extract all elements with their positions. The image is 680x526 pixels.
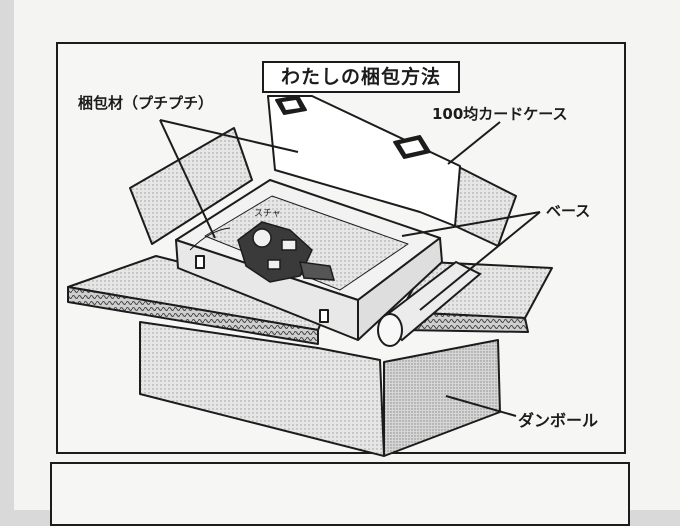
label-cardboard: ダンボール bbox=[518, 411, 599, 430]
figure-robot bbox=[237, 221, 336, 283]
tape-left bbox=[275, 95, 307, 115]
leader-lines bbox=[159, 119, 541, 417]
sound-effect-text: スチャ bbox=[254, 208, 281, 219]
label-base: ベース bbox=[546, 202, 591, 220]
tape-right bbox=[393, 135, 431, 159]
card-case bbox=[175, 95, 461, 341]
page-title: わたしの梱包方法 bbox=[262, 61, 460, 93]
label-card-case: 100均カードケース bbox=[432, 105, 568, 123]
packing-illustration: スチャ bbox=[67, 95, 553, 457]
label-cushion: 梱包材（プチプチ） bbox=[78, 94, 214, 112]
